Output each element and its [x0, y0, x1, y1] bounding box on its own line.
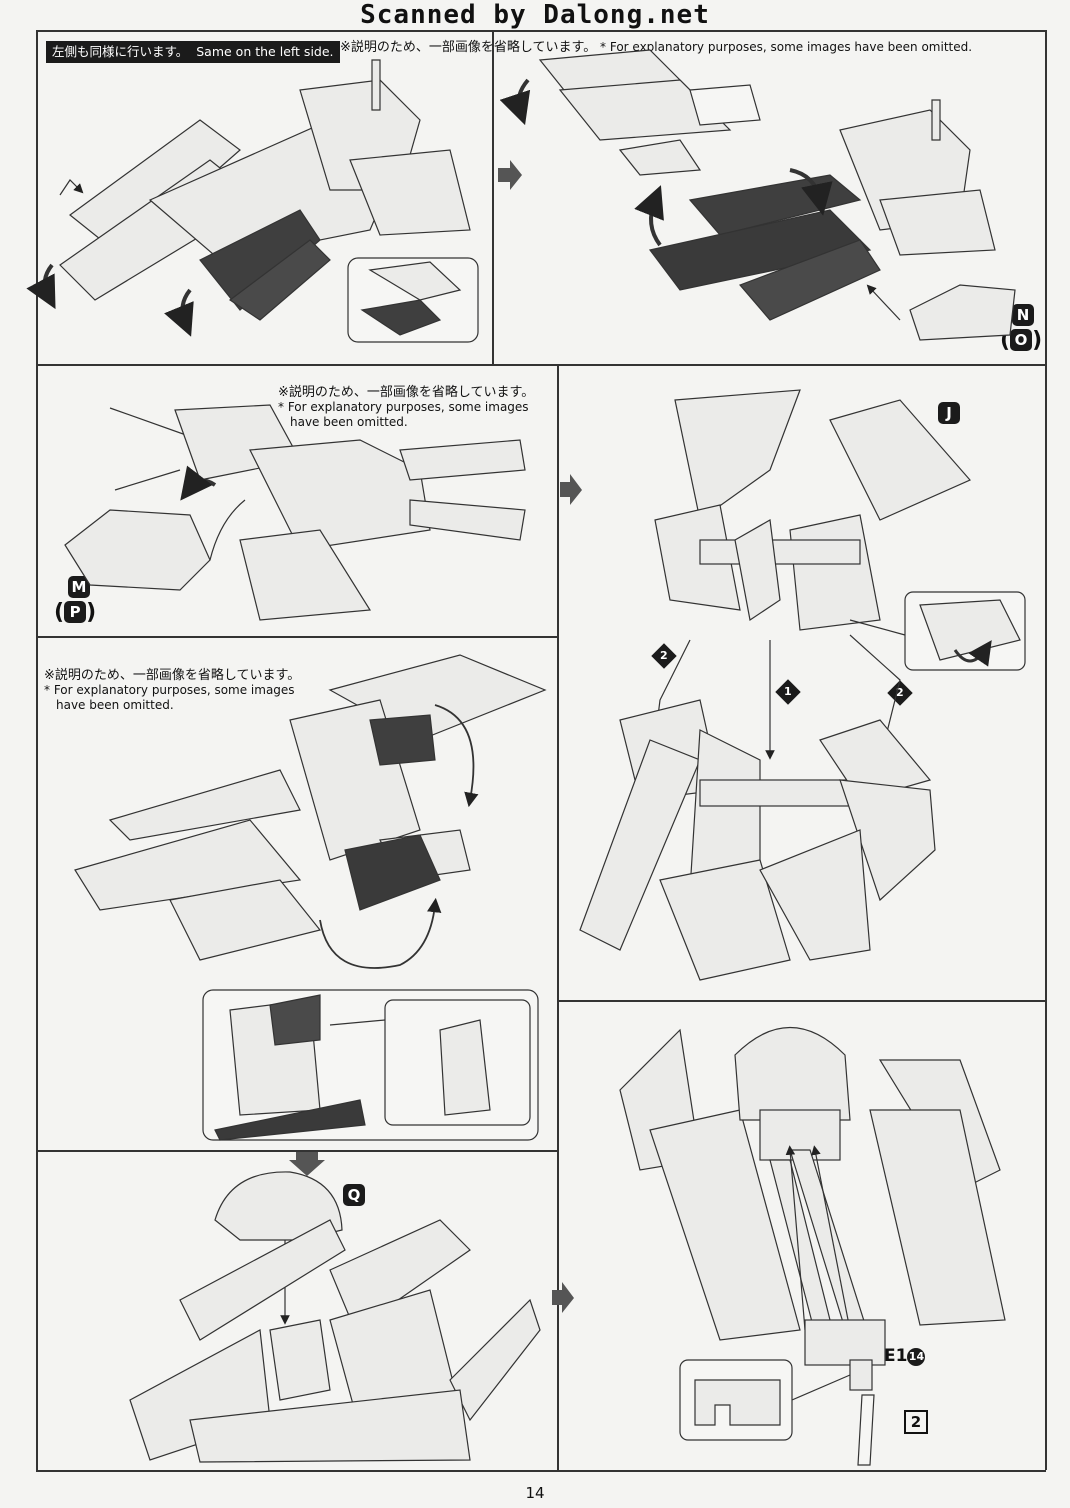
divider-left-mid — [36, 636, 557, 638]
omitted-note-lower: ※説明のため、一部画像を省略しています。 * For explanatory p… — [44, 668, 344, 713]
omitted-note-top-en: * For explanatory purposes, some images … — [600, 40, 973, 54]
omitted-note-mid-en1: * For explanatory purposes, some images — [278, 400, 529, 414]
part-label-q: Q — [343, 1184, 365, 1206]
down-arrow — [289, 1152, 325, 1176]
omitted-note-top: ※説明のため、一部画像を省略しています。 * For explanatory p… — [340, 40, 1040, 55]
page-number: 14 — [525, 1484, 545, 1502]
part-label-e1-text: E1 — [884, 1346, 908, 1366]
left-side-en: Same on the left side. — [196, 44, 334, 59]
frame-right — [1045, 30, 1047, 1470]
divider-bottom-vertical — [557, 1000, 559, 1470]
next-arrow-1 — [498, 160, 522, 190]
part-label-p-inner: P — [64, 601, 87, 623]
next-arrow-2 — [560, 474, 582, 505]
panel6-head-assembly-illustration — [129, 1171, 541, 1463]
divider-left-lower — [36, 1150, 557, 1152]
divider-top-vertical — [492, 30, 494, 364]
omitted-note-mid-en2: have been omitted. — [290, 415, 408, 429]
omitted-note-lower-en1: * For explanatory purposes, some images — [44, 683, 295, 697]
part-label-o-inner: O — [1010, 329, 1033, 351]
panel3-booster-illustration — [64, 404, 526, 621]
divider-mid-vertical — [557, 364, 559, 1001]
part-label-p: (P) — [54, 600, 97, 625]
divider-row1 — [36, 364, 1046, 366]
panel1-booster-illustration — [26, 59, 479, 343]
left-side-tag: 左側も同様に行います。 Same on the left side. — [46, 41, 340, 63]
next-arrow-3 — [552, 1282, 574, 1313]
omitted-note-top-jp: ※説明のため、一部画像を省略しています。 — [340, 40, 597, 55]
panel2-booster-illustration — [499, 49, 1016, 341]
part-label-m: M — [68, 576, 90, 598]
omitted-note-lower-en2: have been omitted. — [56, 698, 174, 712]
omitted-note-mid-jp: ※説明のため、一部画像を省略しています。 — [278, 385, 535, 400]
panel7-backpack-illustration — [619, 1026, 1006, 1466]
part-label-e1-num: 14 — [907, 1348, 926, 1366]
frame-top — [36, 30, 1046, 32]
panel4-assembly-illustration — [579, 389, 1026, 981]
omitted-note-mid: ※説明のため、一部画像を省略しています。 * For explanatory p… — [278, 385, 558, 430]
frame-left — [36, 30, 38, 1470]
divider-right-mid — [557, 1000, 1046, 1002]
part-label-n: N — [1012, 304, 1034, 326]
left-side-jp: 左側も同様に行います。 — [52, 44, 189, 59]
part-label-o: (O) — [1000, 328, 1043, 353]
frame-bottom — [36, 1470, 1046, 1472]
omitted-note-lower-jp: ※説明のため、一部画像を省略しています。 — [44, 668, 301, 683]
part-label-e1: E114 — [884, 1346, 926, 1366]
part-label-j: J — [938, 402, 960, 424]
step-box-2: 2 — [904, 1410, 928, 1434]
panel5-booster-illustration — [74, 654, 547, 1141]
scan-watermark: Scanned by Dalong.net — [360, 0, 710, 30]
